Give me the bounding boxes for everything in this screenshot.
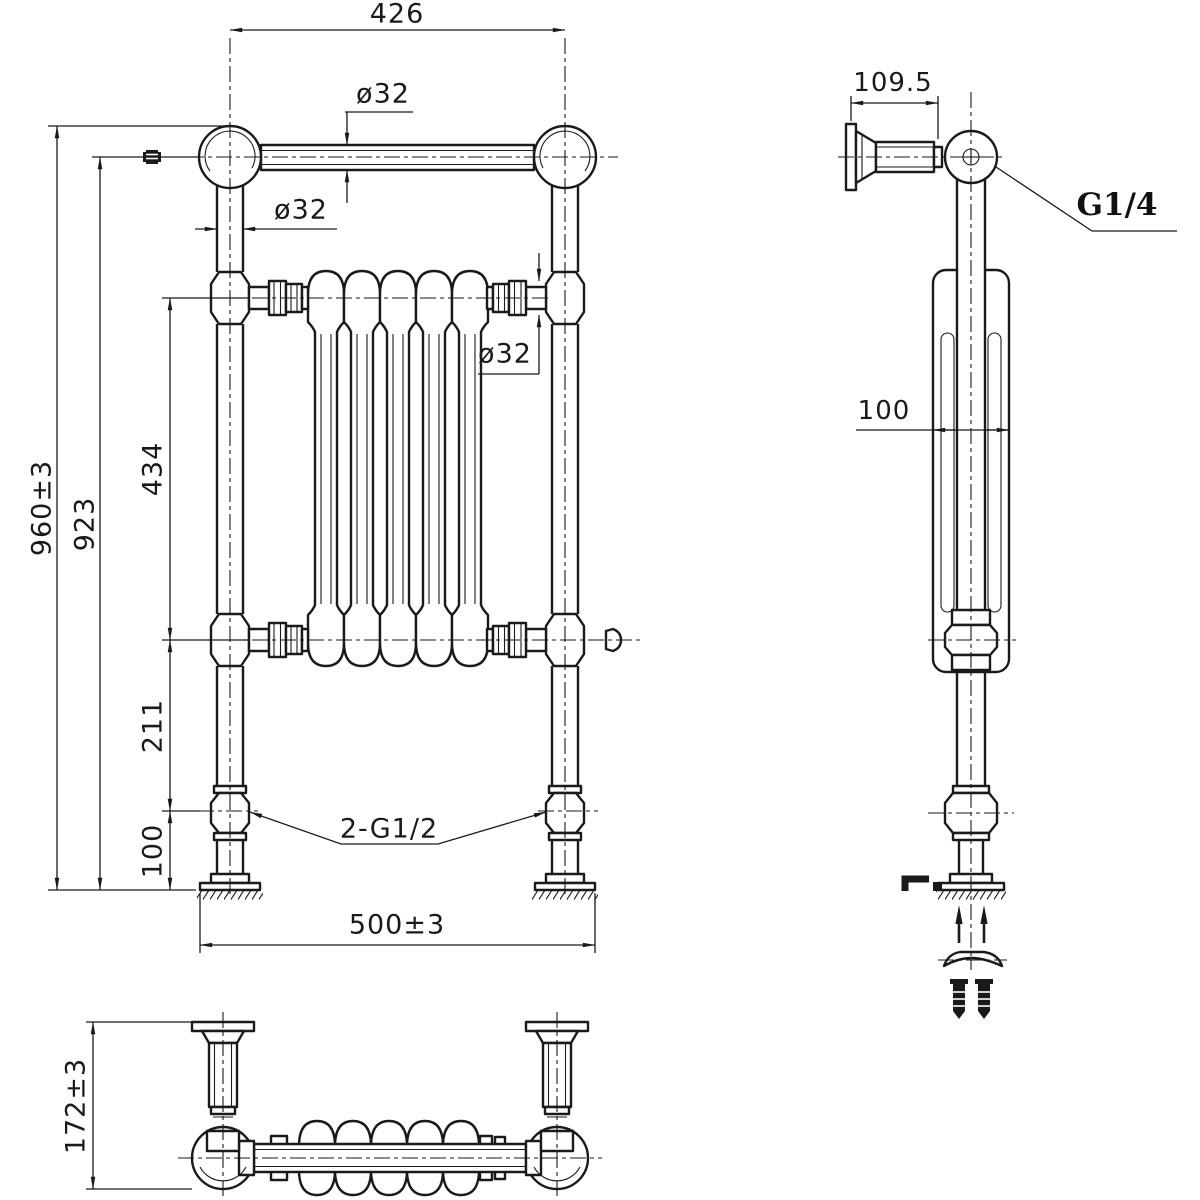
dim-connection-diameter-label: ø32 — [478, 339, 532, 370]
dim-wall-fixing-height-label: 923 — [70, 497, 101, 552]
side-centerlines — [838, 92, 1016, 970]
top-column-bulges — [269, 1119, 507, 1197]
side-view: 109.5 100 G1/4 — [838, 68, 1177, 1019]
callout-bottom-connections: 2-G1/2 — [249, 811, 547, 845]
dim-overall-depth-label: 172±3 — [61, 1058, 92, 1154]
screw-arrow — [980, 905, 988, 943]
radiator-column — [342, 269, 382, 668]
dim-bracket-depth: 109.5 — [850, 68, 939, 139]
dim-radiator-section-label: 434 — [138, 442, 169, 497]
dim-foot-section: 100 — [138, 810, 173, 891]
dim-overall-height: 960±3 — [27, 125, 225, 891]
callout-bottom-connections-label: 2-G1/2 — [340, 814, 438, 845]
dim-top-width-label: 426 — [370, 0, 425, 30]
wall-plug — [975, 979, 993, 1019]
allen-key — [901, 875, 929, 891]
dim-top-width: 426 — [229, 0, 566, 33]
radiator-columns — [306, 269, 490, 668]
fixing-kit — [901, 875, 1004, 1019]
top-view: 172±3 — [61, 1012, 602, 1199]
dim-wall-fixing-height: 923 — [70, 156, 199, 891]
top-centerlines — [178, 1012, 602, 1199]
dim-lower-section: 211 — [138, 639, 200, 812]
radiator-column — [414, 269, 454, 668]
dim-overall-height-label: 960±3 — [27, 460, 58, 556]
allen-key-tip — [933, 882, 942, 891]
dim-overall-depth: 172±3 — [61, 1021, 193, 1190]
ground-hatch — [936, 890, 1006, 900]
ground-hatch — [197, 890, 263, 900]
screw-arrow — [955, 905, 963, 943]
cover-plate — [942, 950, 1004, 968]
radiator-column — [450, 269, 490, 668]
dim-radiator-section: 434 — [138, 297, 250, 641]
dim-base-width-label: 500±3 — [349, 910, 445, 941]
radiator-side-slot — [987, 332, 1002, 613]
ground-hatch — [532, 890, 598, 900]
dim-lower-section-label: 211 — [138, 699, 169, 754]
dim-foot-section-label: 100 — [138, 824, 169, 879]
dim-base-width: 500±3 — [199, 893, 596, 953]
dim-bracket-depth-label: 109.5 — [853, 68, 932, 98]
column-face-lines — [320, 334, 476, 604]
front-view: 426 ø32 ø32 ø32 960±3 92 — [27, 0, 642, 953]
dim-radiator-depth: 100 — [856, 396, 1010, 433]
dim-bar-diameter-label: ø32 — [356, 79, 410, 110]
callout-air-vent-label: G1/4 — [1077, 187, 1158, 223]
radiator-column — [306, 269, 346, 668]
dim-radiator-depth-label: 100 — [858, 396, 911, 426]
dim-bar-diameter: ø32 — [344, 79, 413, 203]
front-centerlines — [188, 38, 642, 898]
radiator-column — [378, 269, 418, 668]
radiator-side-slot — [940, 332, 955, 613]
dim-tube-diameter: ø32 — [195, 195, 337, 232]
dim-connection-diameter: ø32 — [478, 253, 542, 375]
ball-joint-left-arc — [204, 130, 256, 172]
wall-plug — [950, 979, 968, 1019]
upright-tubes — [215, 185, 580, 874]
dim-tube-diameter-label: ø32 — [274, 195, 328, 226]
callout-air-vent: G1/4 — [995, 166, 1177, 232]
